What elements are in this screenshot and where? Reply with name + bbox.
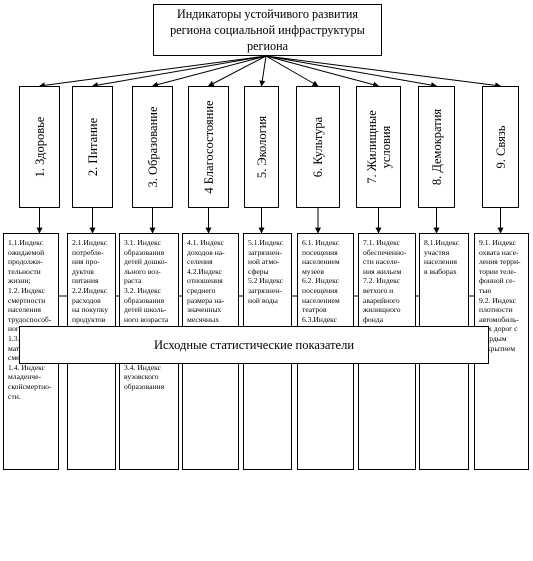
source-indicators-box: Исходные статистические показатели <box>19 326 489 364</box>
detail-text-3: 3.1. Индекс образования детей дошко- льн… <box>124 238 169 391</box>
category-box-4: 4 Благосостояние <box>188 86 229 208</box>
source-indicators-label: Исходные статистические показатели <box>153 337 355 352</box>
arrow-title-to-category-8 <box>265 55 438 89</box>
detail-text-5: 5.1.Индекс загрязнен- ной атмо- сферы 5.… <box>248 238 284 305</box>
category-box-2: 2. Питание <box>72 86 113 208</box>
arrow-title-to-category-5 <box>259 55 267 87</box>
arrow-title-to-category-9 <box>265 55 502 89</box>
root-indicator-title: Индикаторы устойчивого развития региона … <box>170 7 365 53</box>
arrow-title-to-category-6 <box>265 55 319 87</box>
arrow-title-to-category-3 <box>151 55 267 88</box>
root-indicator-box: Индикаторы устойчивого развития региона … <box>153 4 382 56</box>
category-label-2: 2. Питание <box>85 117 100 177</box>
detail-box-9: 9.1. Индекс охвата насе- ления терри- то… <box>474 233 529 470</box>
category-label-4: 4 Благосостояние <box>201 100 216 194</box>
category-label-7: 7. Жилищные условия <box>364 110 393 184</box>
category-box-8: 8. Демократия <box>418 86 455 208</box>
arrow-title-to-category-4 <box>207 55 267 87</box>
category-label-6: 6. Культура <box>311 116 325 178</box>
category-box-7: 7. Жилищные условия <box>356 86 401 208</box>
category-box-5: 5. Экология <box>244 86 279 208</box>
detail-text-1: 1.1.Индекс ожидаемой продолжи- тельности… <box>8 238 54 401</box>
category-label-1: 1. Здоровье <box>32 116 47 178</box>
category-box-9: 9. Связь <box>482 86 519 208</box>
category-label-5: 5. Экология <box>254 115 269 179</box>
arrow-title-to-category-7 <box>265 55 380 88</box>
category-label-9: 9. Связь <box>493 125 508 169</box>
category-label-3: 3. Образование <box>145 106 160 188</box>
arrow-title-to-category-2 <box>91 55 267 89</box>
detail-text-8: 8.1.Индекс участия населения в выборах <box>424 238 460 276</box>
category-box-3: 3. Образование <box>132 86 173 208</box>
category-box-6: 6. Культура <box>296 86 340 208</box>
category-box-1: 1. Здоровье <box>19 86 60 208</box>
category-label-8: 8. Демократия <box>429 108 444 186</box>
arrow-title-to-category-1 <box>38 55 267 89</box>
detail-text-2: 2.1.Индекс потребле- ния про- дуктов пит… <box>72 238 109 333</box>
